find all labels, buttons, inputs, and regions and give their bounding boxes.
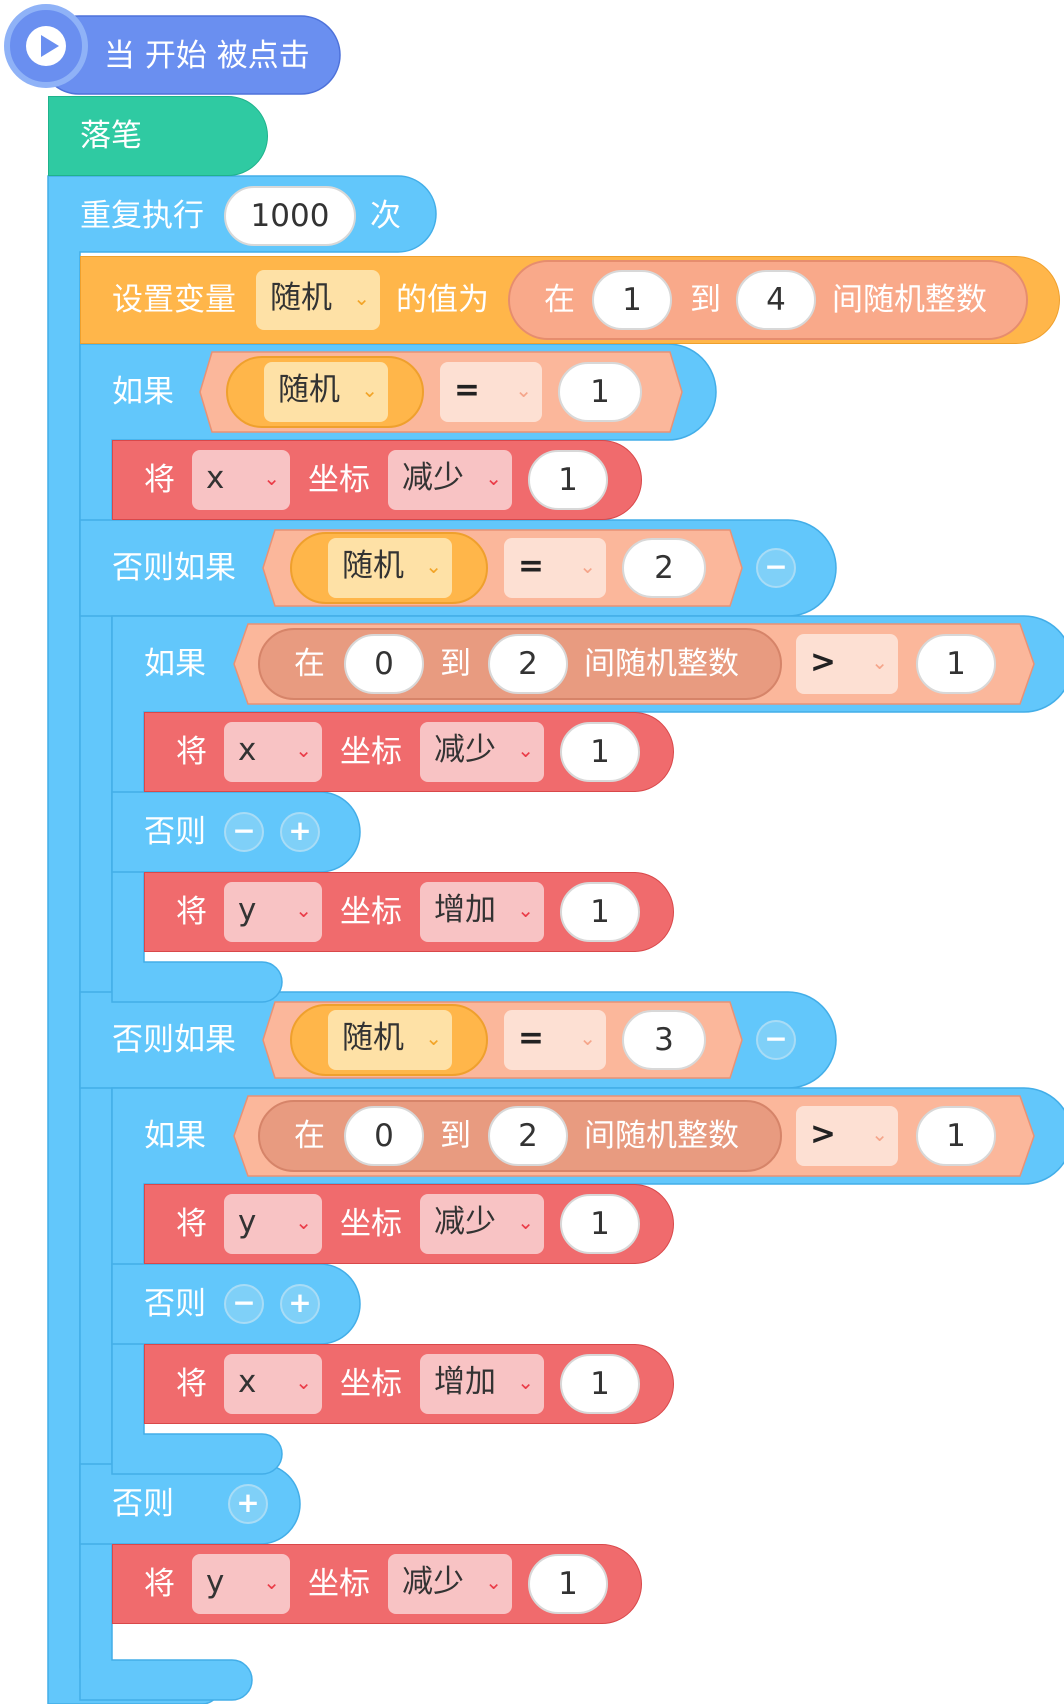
- move-amount-input[interactable]: 1: [528, 450, 608, 510]
- direction-dropdown[interactable]: 减少⌄: [388, 1554, 512, 1614]
- compare-value-input[interactable]: 1: [916, 1106, 996, 1166]
- elif-label: 否则如果: [112, 1022, 236, 1058]
- compare-value-input[interactable]: 1: [558, 362, 642, 422]
- operator-dropdown[interactable]: >⌄: [796, 634, 898, 694]
- plus-icon[interactable]: +: [280, 1284, 320, 1324]
- pen-down-label: 落笔: [80, 118, 142, 154]
- random-from-input[interactable]: 1: [592, 270, 672, 330]
- plus-icon[interactable]: +: [280, 812, 320, 852]
- random-to-label: 到: [690, 282, 721, 318]
- else-label: 否则: [112, 1486, 174, 1522]
- operator-dropdown[interactable]: >⌄: [796, 1106, 898, 1166]
- chevron-down-icon: ⌄: [871, 650, 888, 674]
- chevron-down-icon: ⌄: [295, 1210, 312, 1234]
- random-to-input[interactable]: 4: [736, 270, 816, 330]
- variable-dropdown[interactable]: 随机⌄: [328, 538, 452, 598]
- chevron-down-icon: ⌄: [517, 1210, 534, 1234]
- variable-dropdown[interactable]: 随机⌄: [328, 1010, 452, 1070]
- random-from-input[interactable]: 0: [344, 1106, 424, 1166]
- variable-dropdown[interactable]: 随机⌄: [264, 362, 388, 422]
- chevron-down-icon: ⌄: [485, 466, 502, 490]
- minus-icon[interactable]: −: [224, 812, 264, 852]
- chevron-down-icon: ⌄: [517, 1370, 534, 1394]
- direction-dropdown[interactable]: 减少⌄: [420, 1194, 544, 1254]
- axis-dropdown[interactable]: y⌄: [224, 1194, 322, 1254]
- chevron-down-icon: ⌄: [295, 1370, 312, 1394]
- axis-dropdown[interactable]: y⌄: [192, 1554, 290, 1614]
- chevron-down-icon: ⌄: [361, 378, 378, 402]
- axis-dropdown[interactable]: x⌄: [224, 1354, 322, 1414]
- direction-dropdown[interactable]: 减少⌄: [420, 722, 544, 782]
- random-from-input[interactable]: 0: [344, 634, 424, 694]
- repeat-suffix: 次: [370, 198, 401, 234]
- move-amount-input[interactable]: 1: [560, 1354, 640, 1414]
- direction-dropdown[interactable]: 增加⌄: [420, 882, 544, 942]
- chevron-down-icon: ⌄: [425, 554, 442, 578]
- move-amount-input[interactable]: 1: [528, 1554, 608, 1614]
- if-label: 如果: [112, 374, 174, 410]
- chevron-down-icon: ⌄: [263, 1570, 280, 1594]
- compare-value-input[interactable]: 2: [622, 538, 706, 598]
- set-variable-mid: 的值为: [396, 282, 489, 318]
- chevron-down-icon: ⌄: [579, 554, 596, 578]
- chevron-down-icon: ⌄: [515, 378, 532, 402]
- move-amount-input[interactable]: 1: [560, 722, 640, 782]
- chevron-down-icon: ⌄: [295, 738, 312, 762]
- variable-dropdown[interactable]: 随机 ⌄: [256, 270, 380, 330]
- pen-down-block[interactable]: [48, 96, 268, 176]
- random-suffix-label: 间随机整数: [832, 282, 987, 318]
- else-label: 否则: [144, 814, 206, 850]
- random-to-input[interactable]: 2: [488, 1106, 568, 1166]
- chevron-down-icon: ⌄: [295, 898, 312, 922]
- minus-icon[interactable]: −: [756, 548, 796, 588]
- repeat-count-input[interactable]: 1000: [224, 186, 356, 246]
- direction-dropdown[interactable]: 增加⌄: [420, 1354, 544, 1414]
- axis-dropdown[interactable]: y⌄: [224, 882, 322, 942]
- operator-dropdown[interactable]: =⌄: [440, 362, 542, 422]
- repeat-label: 重复执行: [80, 198, 204, 234]
- move-amount-input[interactable]: 1: [560, 882, 640, 942]
- operator-dropdown[interactable]: =⌄: [504, 538, 606, 598]
- random-in-label: 在: [544, 282, 575, 318]
- plus-icon[interactable]: +: [228, 1484, 268, 1524]
- chevron-down-icon: ⌄: [353, 286, 370, 310]
- variable-name: 随机: [270, 280, 332, 316]
- chevron-down-icon: ⌄: [579, 1026, 596, 1050]
- compare-value-input[interactable]: 1: [916, 634, 996, 694]
- minus-icon[interactable]: −: [756, 1020, 796, 1060]
- start-label: 当 开始 被点击: [104, 38, 310, 74]
- operator-dropdown[interactable]: =⌄: [504, 1010, 606, 1070]
- chevron-down-icon: ⌄: [517, 898, 534, 922]
- axis-dropdown[interactable]: x⌄: [224, 722, 322, 782]
- axis-dropdown[interactable]: x⌄: [192, 450, 290, 510]
- chevron-down-icon: ⌄: [263, 466, 280, 490]
- elif-label: 否则如果: [112, 550, 236, 586]
- move-amount-input[interactable]: 1: [560, 1194, 640, 1254]
- chevron-down-icon: ⌄: [485, 1570, 502, 1594]
- direction-dropdown[interactable]: 减少⌄: [388, 450, 512, 510]
- minus-icon[interactable]: −: [224, 1284, 264, 1324]
- chevron-down-icon: ⌄: [517, 738, 534, 762]
- play-icon[interactable]: [4, 4, 88, 88]
- chevron-down-icon: ⌄: [425, 1026, 442, 1050]
- set-variable-label: 设置变量: [112, 282, 236, 318]
- random-to-input[interactable]: 2: [488, 634, 568, 694]
- chevron-down-icon: ⌄: [871, 1122, 888, 1146]
- else-label: 否则: [144, 1286, 206, 1322]
- compare-value-input[interactable]: 3: [622, 1010, 706, 1070]
